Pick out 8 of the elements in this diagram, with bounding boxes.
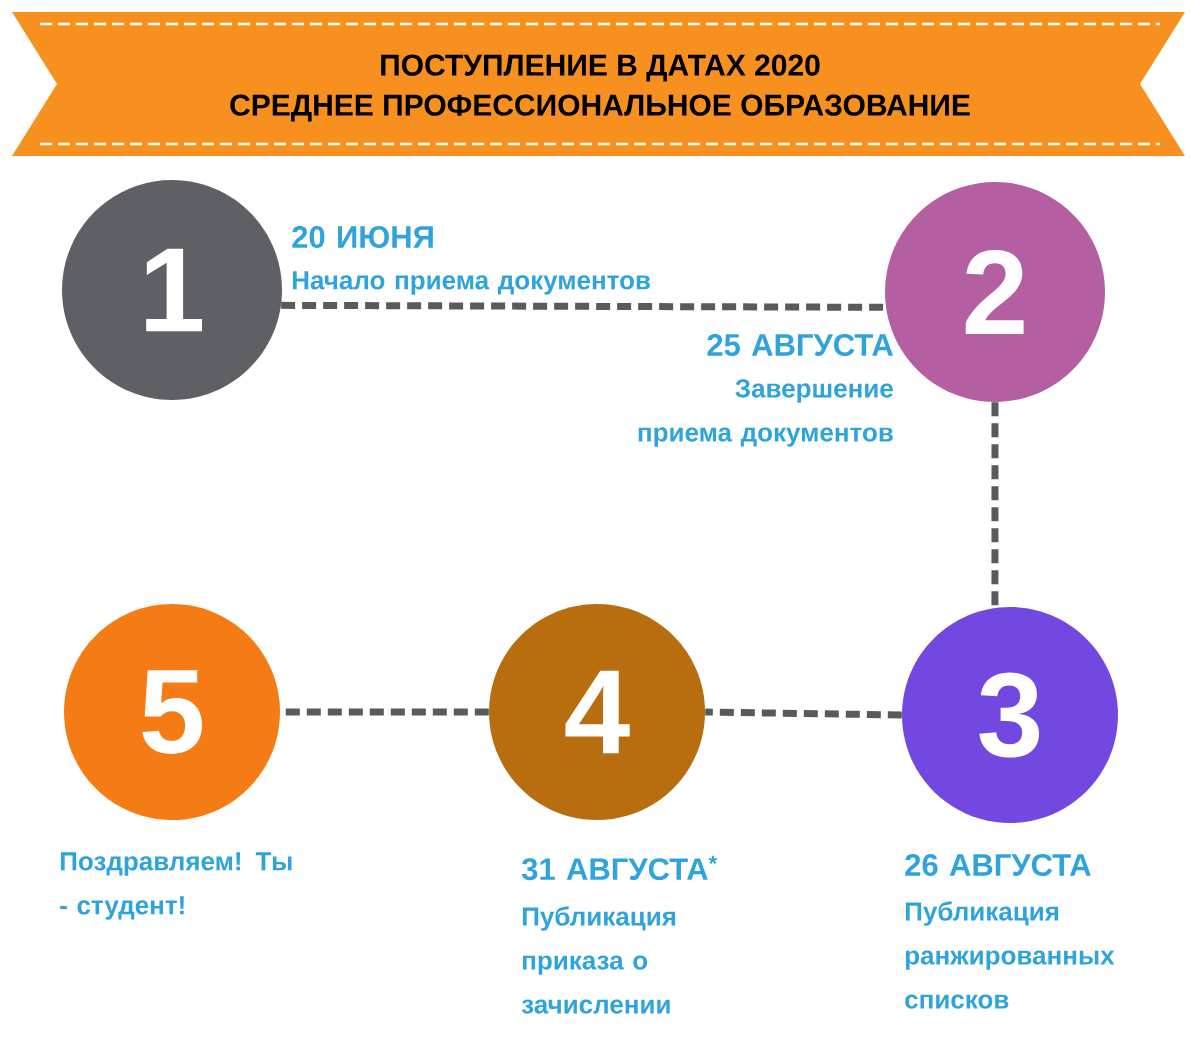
date-label: 31 АВГУСТА$^{*}$	[521, 855, 718, 881]
step-description: Публикация приказа о зачислении	[521, 906, 676, 1014]
title-ribbon: ПОСТУПЛЕНИЕ В ДАТАХ 2020 СРЕДНЕЕ ПРОФЕССИОНАЛЬНОЕ ОБРАЗОВАНИЕ	[12, 12, 1185, 156]
step-description: Начало приема документов	[292, 271, 650, 295]
date-label: 26 АВГУСТА	[905, 854, 1091, 876]
step-description: Публикация ранжированных списков	[905, 901, 1115, 1009]
step-description: Поздравляем! Ты - студент!	[60, 852, 292, 920]
date-label: 20 ИЮНЯ	[292, 226, 433, 248]
